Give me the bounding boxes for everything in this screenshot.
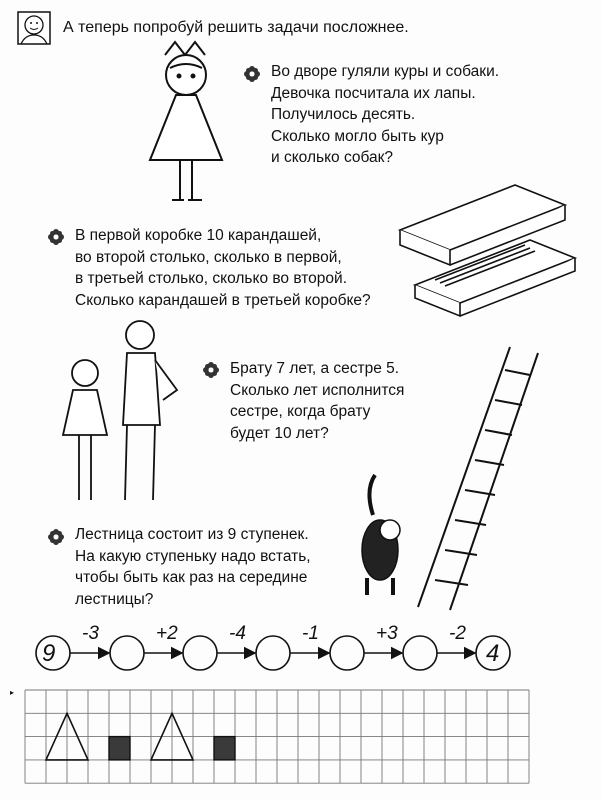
problem-ages: Брату 7 лет, а сестре 5. Сколько лет исп… [230, 358, 404, 444]
scan-mark: ▸ [10, 688, 15, 697]
text-line: Сколько лет исполнится [230, 381, 405, 399]
text-line: лестницы? [75, 590, 154, 608]
operation-label: -4 [229, 623, 246, 644]
text-line: Девочка посчитала их лапы. [271, 84, 476, 102]
problem-pencils: В первой коробке 10 карандашей, во второ… [75, 225, 371, 311]
square-shape [108, 735, 131, 761]
triangle-shape [44, 711, 90, 761]
ladder-illustration [417, 346, 539, 611]
number-chain [35, 635, 511, 671]
flower-bullet-icon [48, 229, 64, 245]
operation-label: -1 [302, 623, 319, 644]
problem-chickens-dogs: Во дворе гуляли куры и собаки. Девочка п… [271, 61, 499, 169]
operation-label: +3 [376, 623, 398, 644]
girl-illustration [148, 40, 224, 201]
text-line: чтобы быть как раз на середине [75, 569, 308, 586]
flower-bullet-icon [203, 362, 219, 378]
text-line: и сколько собак? [271, 149, 394, 166]
face-icon [17, 11, 51, 45]
operation-label: -3 [82, 623, 99, 644]
text-line: На какую ступеньку надо встать, [75, 547, 311, 565]
text-line: в третьей столько, сколько во второй. [75, 270, 348, 287]
text-line: Брату 7 лет, а сестре 5. [230, 360, 400, 377]
chain-end-value: 4 [486, 640, 500, 667]
text-line: во второй столько, сколько в первой, [75, 248, 342, 266]
flower-bullet-icon [48, 529, 64, 545]
brother-sister-illustration [61, 320, 179, 501]
text-line: Сколько карандашей в третьей коробке? [75, 291, 371, 309]
text-line: В первой коробке 10 карандашей, [75, 227, 322, 244]
chain-start-value: 9 [42, 640, 56, 667]
text-line: Во дворе гуляли куры и собаки. [271, 63, 500, 80]
text-line: будет 10 лет? [230, 424, 329, 442]
text-line: Сколько могло быть кур [271, 127, 444, 145]
instruction-text: А теперь попробуй решить задачи посложне… [63, 19, 409, 36]
flower-bullet-icon [244, 66, 260, 82]
text-line: сестре, когда брату [230, 403, 371, 420]
square-shape [213, 735, 236, 761]
pencil-boxes-illustration [397, 184, 578, 318]
problem-ladder: Лестница состоит из 9 ступенек. На какую… [75, 524, 311, 610]
triangle-shape [149, 711, 195, 761]
text-line: Получилось десять. [271, 106, 416, 123]
cat-illustration [361, 473, 401, 595]
operation-label: -2 [449, 623, 466, 644]
text-line: Лестница состоит из 9 ступенек. [75, 526, 309, 543]
operation-label: +2 [156, 623, 178, 644]
